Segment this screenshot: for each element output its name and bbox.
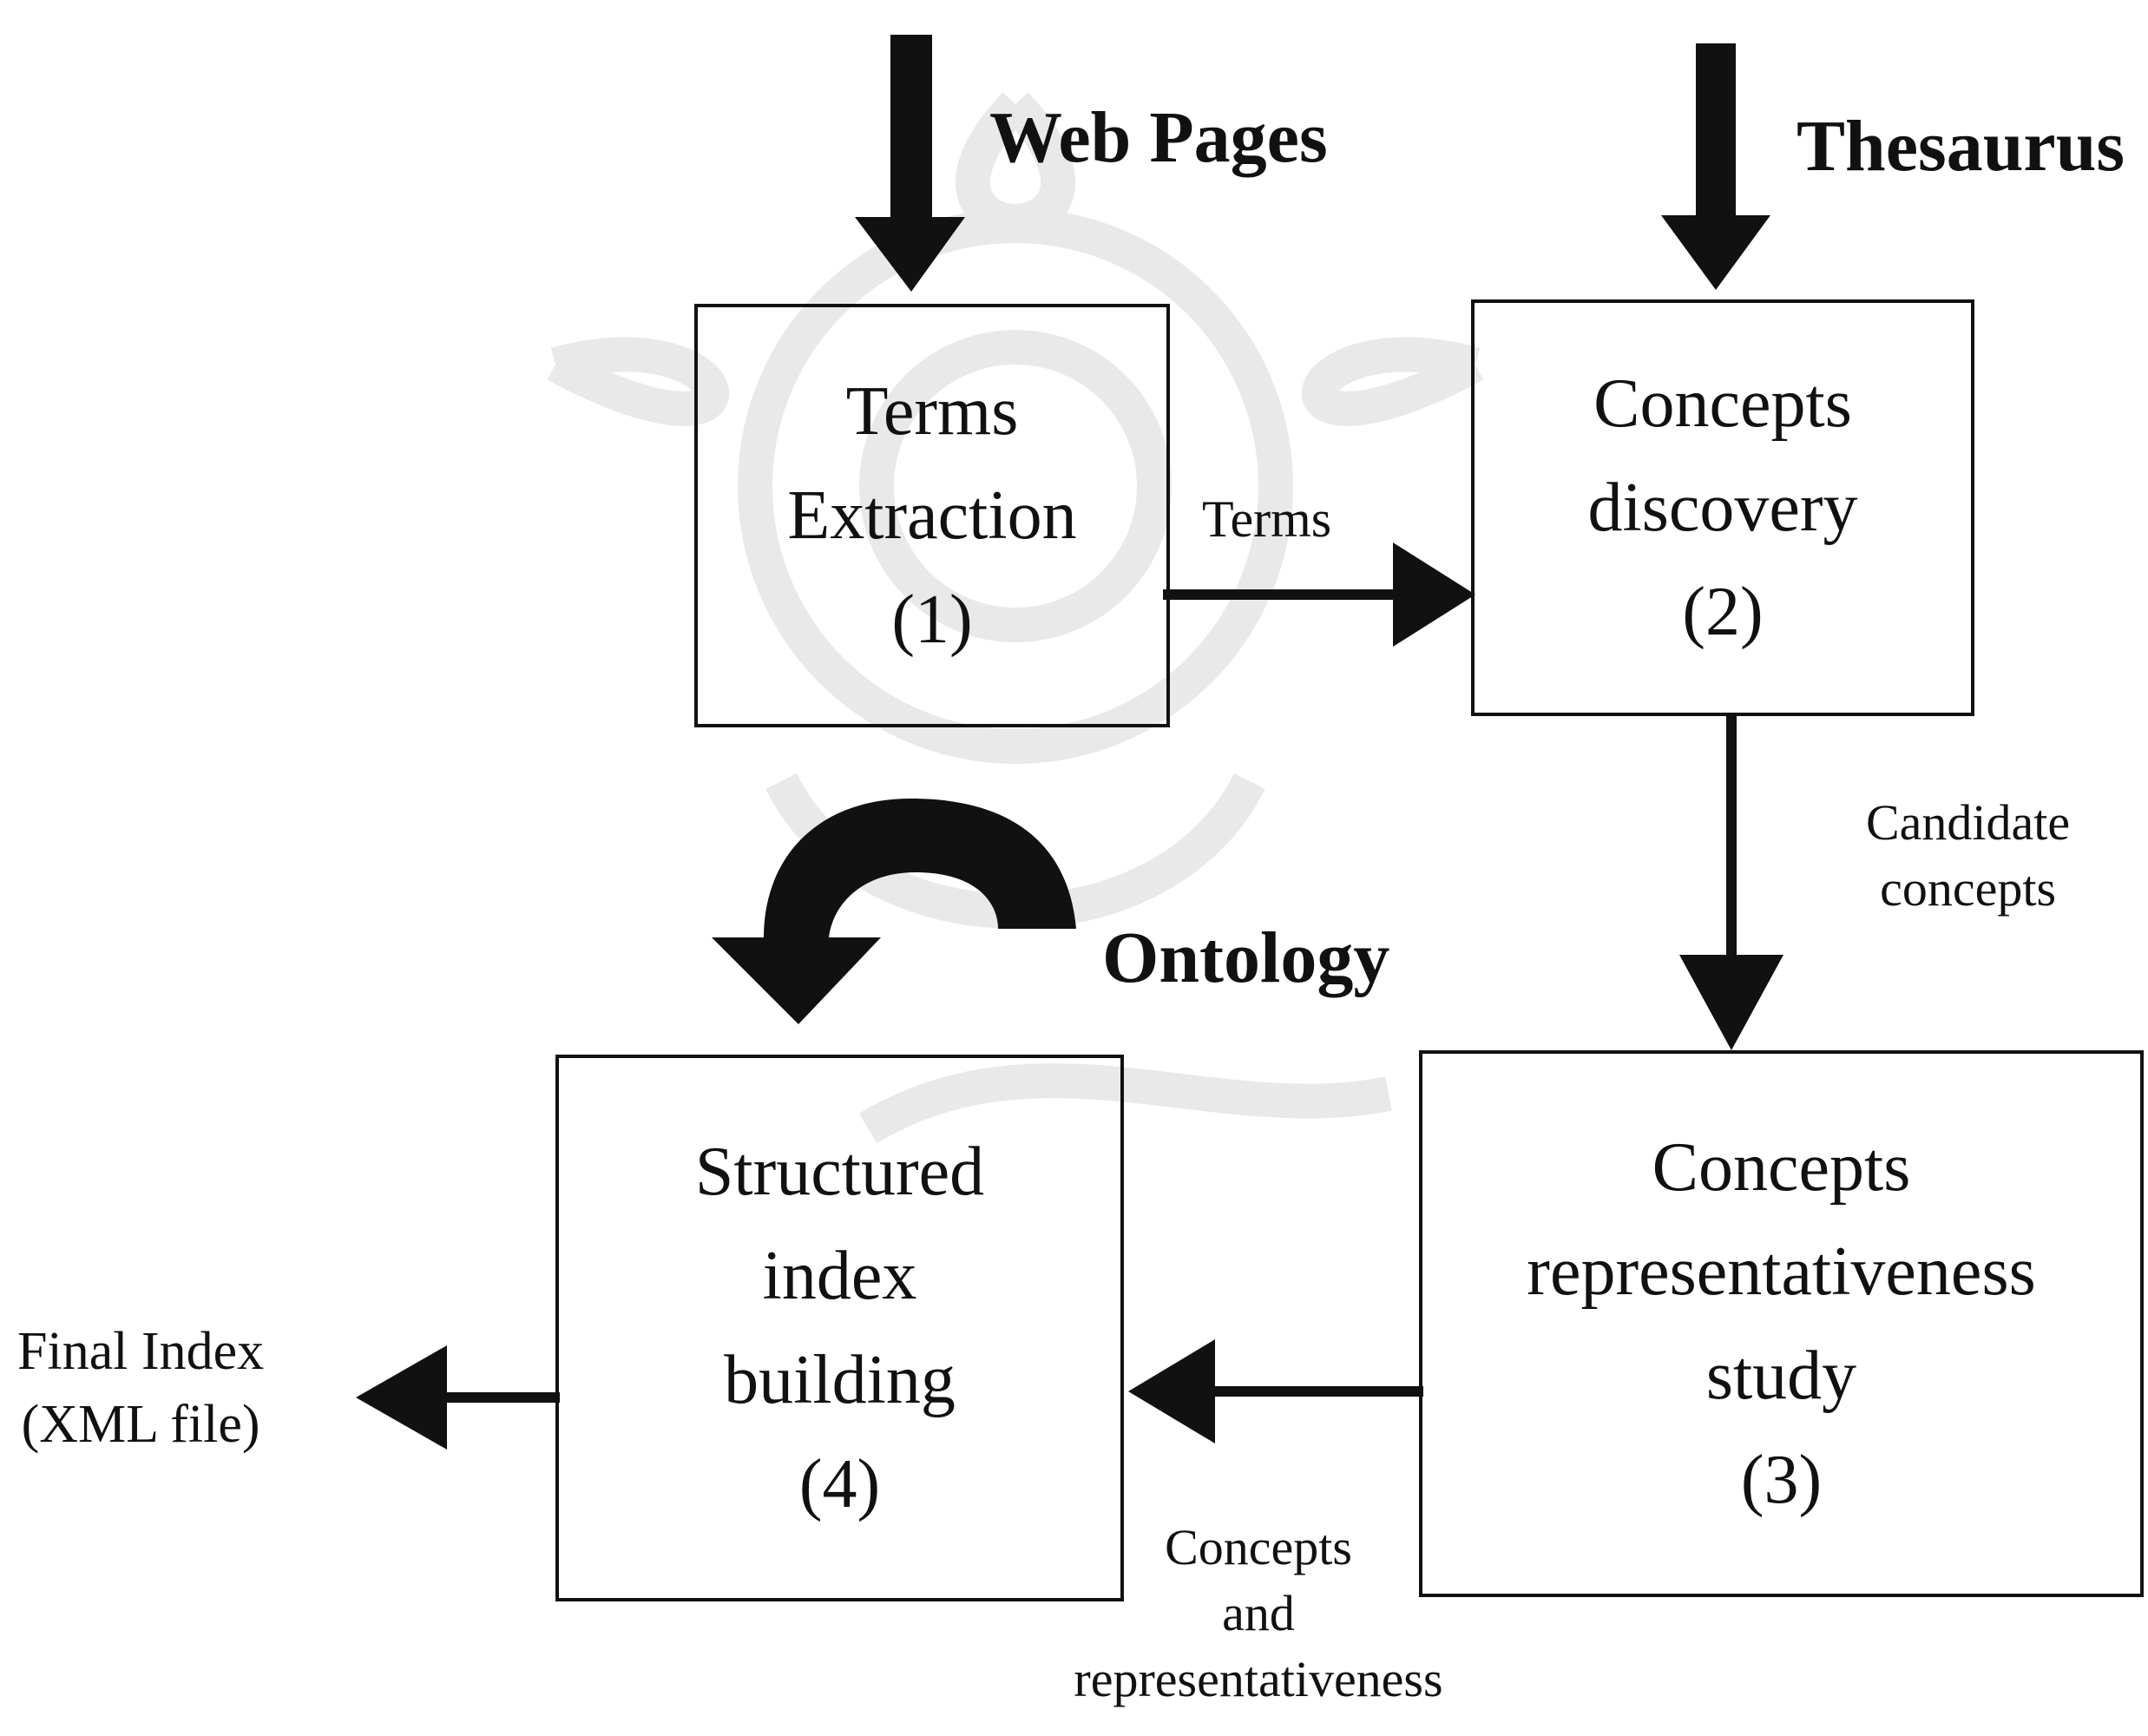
concepts-and-representativeness-label: Concepts and representativeness [1059, 1515, 1458, 1713]
car-line1: Concepts [1165, 1519, 1352, 1575]
box4-line4: (4) [798, 1446, 881, 1522]
box3-line2: representativeness [1527, 1233, 2036, 1310]
web-pages-label: Web Pages [989, 97, 1328, 178]
box1-line1: Terms [845, 373, 1019, 450]
final-index-line2: (XML file) [21, 1395, 260, 1454]
box3-line4: (3) [1740, 1442, 1823, 1518]
final-index-label: Final Index (XML file) [17, 1315, 264, 1461]
thesaurus-arrow [1661, 43, 1770, 290]
terms-extraction-box: Terms Extraction (1) [694, 304, 1170, 727]
car-line2: and [1222, 1585, 1295, 1641]
candidate-arrowhead [1679, 955, 1783, 1050]
ontology-label: Ontology [1102, 917, 1390, 998]
structured-index-box: Structured index building (4) [555, 1055, 1124, 1601]
web-pages-arrow [855, 35, 965, 292]
concepts-discovery-box: Concepts discovery (2) [1471, 299, 1974, 716]
box2-line3: (2) [1682, 574, 1764, 650]
box4-line1: Structured [694, 1134, 985, 1210]
terms-edge-label: Terms [1202, 490, 1332, 548]
candidate-line1: Candidate [1866, 794, 2071, 851]
candidate-line2: concepts [1880, 860, 2057, 917]
box2-line1: Concepts [1593, 365, 1852, 442]
candidate-concepts-label: Candidate concepts [1866, 790, 2070, 922]
ontology-arrow [712, 799, 1076, 1024]
box1-line2: Extraction [787, 477, 1077, 554]
box1-line3: (1) [891, 582, 973, 658]
box3-line3: study [1705, 1338, 1857, 1414]
final-index-line1: Final Index [17, 1322, 265, 1381]
car-line3: representativeness [1074, 1651, 1443, 1707]
concepts-arrowhead [1128, 1339, 1215, 1443]
box3-line1: Concepts [1652, 1129, 1911, 1206]
box2-line2: discovery [1587, 470, 1858, 546]
terms-arrowhead [1393, 542, 1475, 647]
final-index-arrowhead [356, 1345, 447, 1450]
thesaurus-label: Thesaurus [1797, 106, 2125, 187]
box4-line2: index [762, 1238, 917, 1314]
concepts-representativeness-box: Concepts representativeness study (3) [1419, 1050, 2144, 1597]
box4-line3: building [724, 1342, 956, 1418]
